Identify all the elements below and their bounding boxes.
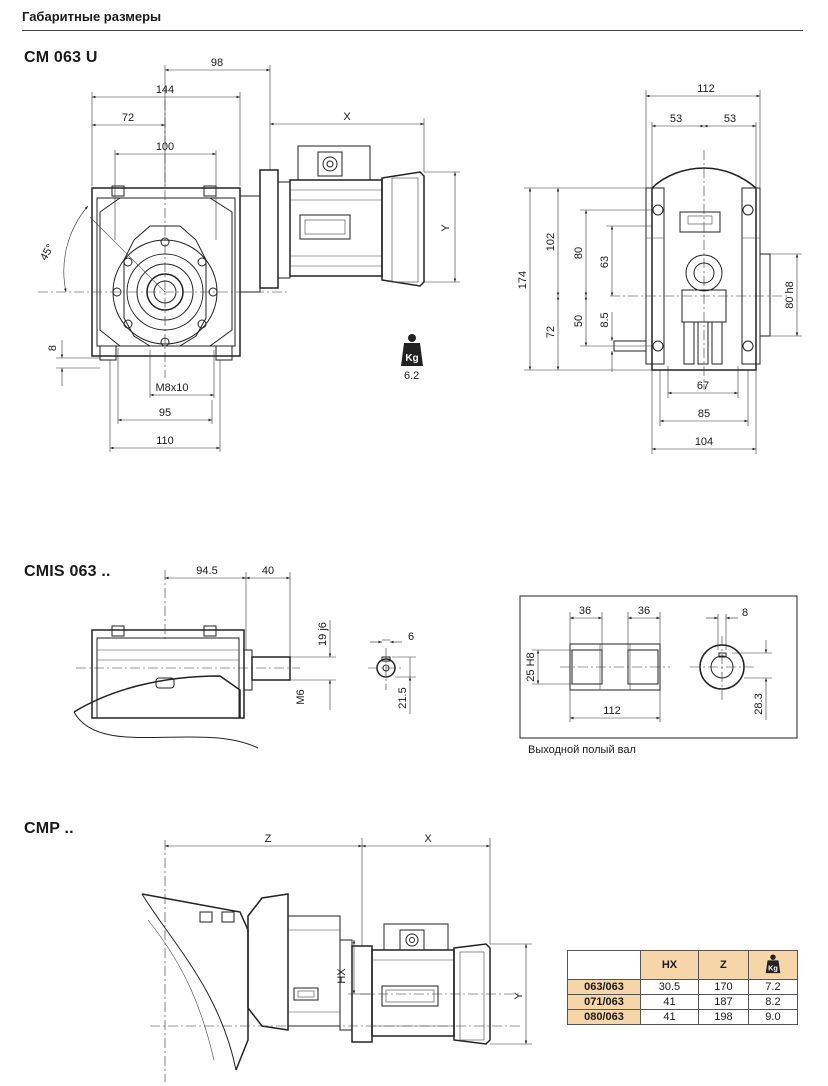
cmis-dim-19j6: 19 j6 (317, 622, 329, 646)
spec-cell-z: 198 (697, 1009, 749, 1025)
section-title-cmis: CMIS 063 .. (24, 563, 111, 580)
cm-front-view: 98 144 72 100 45° X Y 8 (38, 57, 460, 452)
side-dim-8-5: 8.5 (599, 312, 611, 327)
weight-value: 6.2 (404, 370, 420, 382)
spec-cell-z: 187 (697, 994, 749, 1010)
cmis-dim-40: 40 (262, 565, 274, 577)
cm-side-view: 112 53 53 174 102 72 80 50 63 8.5 (517, 83, 802, 454)
cmp-dim-x: X (424, 833, 432, 845)
spec-cell-z: 170 (697, 979, 749, 995)
side-dim-53-right: 53 (724, 113, 736, 125)
side-dim-53-left: 53 (670, 113, 682, 125)
side-dim-63: 63 (599, 256, 611, 268)
dim-y: Y (440, 224, 452, 232)
dim-x: X (343, 111, 351, 123)
dim-144: 144 (156, 84, 174, 96)
shaft-dim-36-right: 36 (638, 605, 650, 617)
spec-cell-kg: 8.2 (747, 994, 799, 1010)
shaft-dim-25h8: 25 H8 (525, 652, 537, 681)
shaft-dim-28-3: 28.3 (753, 693, 765, 714)
spec-header-kg: Kg (747, 950, 799, 980)
cmis-dim-m6: M6 (295, 689, 307, 704)
section-title-cm: CM 063 U (24, 49, 98, 66)
section-title-cmp: CMP .. (24, 820, 74, 837)
cmis-view: 94.5 40 19 j6 M6 6 21.5 (73, 565, 416, 749)
dim-98: 98 (211, 57, 223, 69)
spec-cell-kg: 7.2 (747, 979, 799, 995)
side-dim-80h8: 80 h8 (784, 281, 796, 309)
spec-row-label: 071/063 (567, 994, 641, 1010)
side-dim-102: 102 (545, 233, 557, 251)
dim-45-angle: 45° (38, 242, 57, 262)
side-dim-104: 104 (695, 436, 713, 448)
dim-72: 72 (122, 112, 134, 124)
weight-icon: Kg (401, 334, 423, 366)
table-row: 080/063 41 198 9.0 (567, 1009, 799, 1025)
side-dim-112: 112 (697, 83, 715, 95)
spec-table: HX Z Kg 063/063 30.5 170 7.2 071/063 41 … (567, 950, 799, 1025)
spec-cell-hx: 30.5 (640, 979, 699, 995)
table-row: 071/063 41 187 8.2 (567, 994, 799, 1010)
spec-cell-kg: 9.0 (747, 1009, 799, 1025)
cmp-dim-hx: HX (336, 968, 348, 984)
spec-header-z: Z (697, 950, 749, 980)
side-dim-174: 174 (517, 271, 529, 289)
spec-row-label: 063/063 (567, 979, 641, 995)
cmis-dim-6: 6 (408, 631, 414, 643)
dim-100: 100 (156, 141, 174, 153)
cmis-dim-21-5: 21.5 (397, 687, 409, 708)
cmp-dim-y: Y (513, 992, 525, 1000)
dim-m8x10: M8x10 (155, 382, 188, 394)
spec-cell-hx: 41 (640, 1009, 699, 1025)
dim-95: 95 (159, 407, 171, 419)
shaft-dim-8: 8 (742, 607, 748, 619)
table-row: 063/063 30.5 170 7.2 (567, 979, 799, 995)
dim-8: 8 (47, 345, 59, 351)
hollow-shaft-caption: Выходной полый вал (528, 744, 636, 756)
side-dim-72: 72 (545, 326, 557, 338)
dim-110: 110 (156, 435, 174, 447)
cmp-view: Z X HX Y (141, 833, 532, 1082)
side-dim-50: 50 (573, 315, 585, 327)
cmis-dim-94-5: 94.5 (196, 565, 217, 577)
shaft-dim-112: 112 (603, 705, 621, 717)
side-dim-67: 67 (697, 380, 709, 392)
spec-row-label: 080/063 (567, 1009, 641, 1025)
spec-header-hx: HX (640, 950, 699, 980)
spec-table-corner (567, 950, 641, 980)
side-dim-85: 85 (698, 408, 710, 420)
weight-icon-label: Kg (405, 353, 418, 364)
shaft-dim-36-left: 36 (579, 605, 591, 617)
hollow-shaft-panel: 36 36 25 H8 112 8 28.3 (519, 595, 798, 739)
title-divider (22, 30, 803, 31)
kg-weight-icon: Kg (765, 953, 781, 973)
kg-header-label: Kg (768, 963, 778, 972)
cmp-dim-z: Z (265, 833, 272, 845)
side-dim-80: 80 (573, 247, 585, 259)
page-title: Габаритные размеры (22, 9, 162, 24)
spec-table-header-row: HX Z Kg (567, 950, 799, 980)
spec-cell-hx: 41 (640, 994, 699, 1010)
